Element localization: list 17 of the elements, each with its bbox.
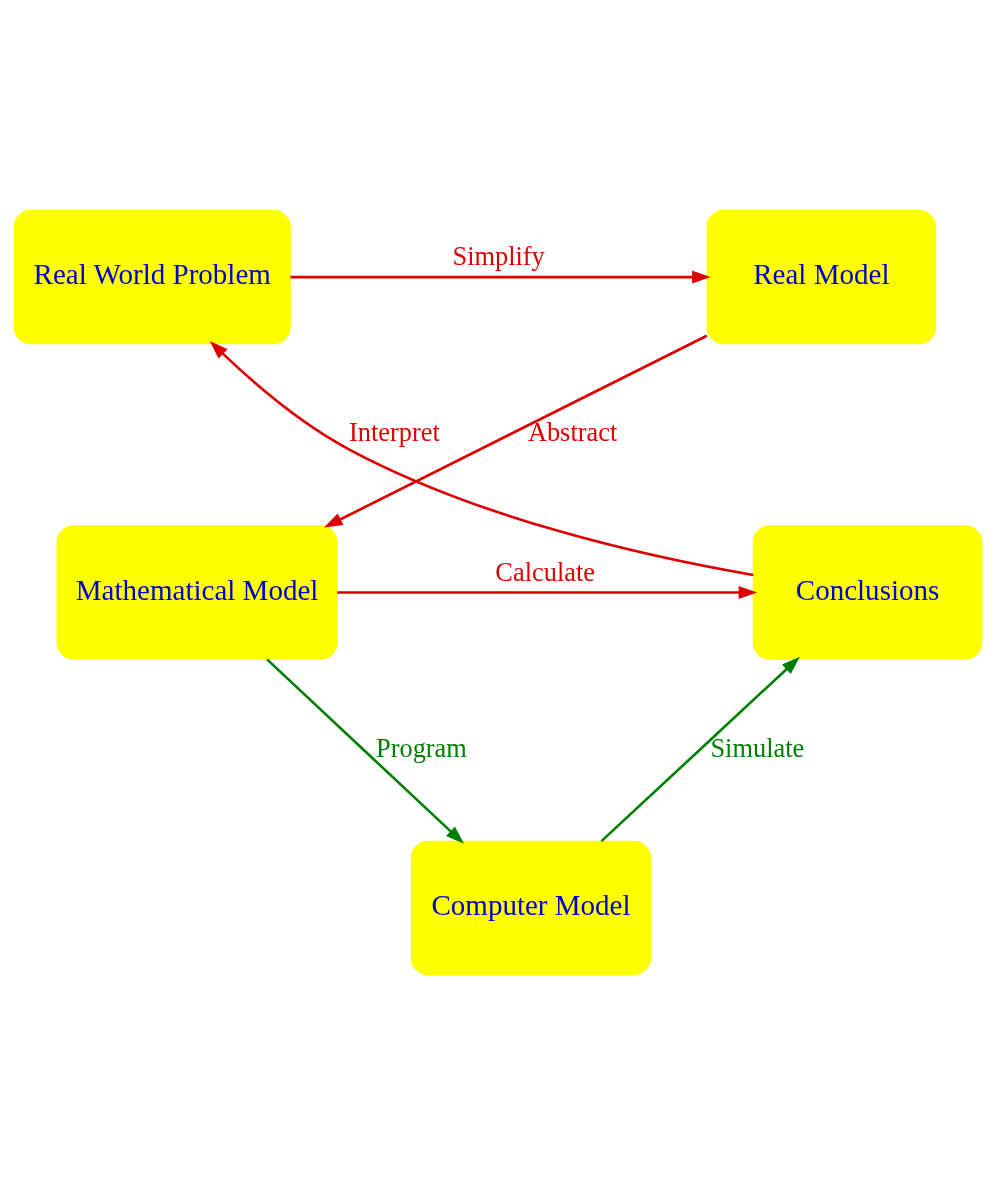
edge-label: Simulate [709,732,804,763]
edge-label: Simplify [452,240,545,271]
arrow [336,585,757,599]
edge-label: Program [375,732,467,763]
arrow [600,656,800,842]
edge-label: Abstract [527,416,617,447]
node-box: Mathematical Model [56,524,338,660]
node-box: Real World Problem [13,209,291,344]
node-box: Computer Model [410,840,651,975]
edge-label: Interpret [348,416,440,447]
node-box: Conclusions [752,524,982,660]
arrow [265,657,464,844]
arrow [289,270,711,284]
edge-label: Calculate [494,556,595,587]
arrow [323,334,707,528]
node-box: Real Model [706,209,936,344]
arrow [209,340,754,576]
